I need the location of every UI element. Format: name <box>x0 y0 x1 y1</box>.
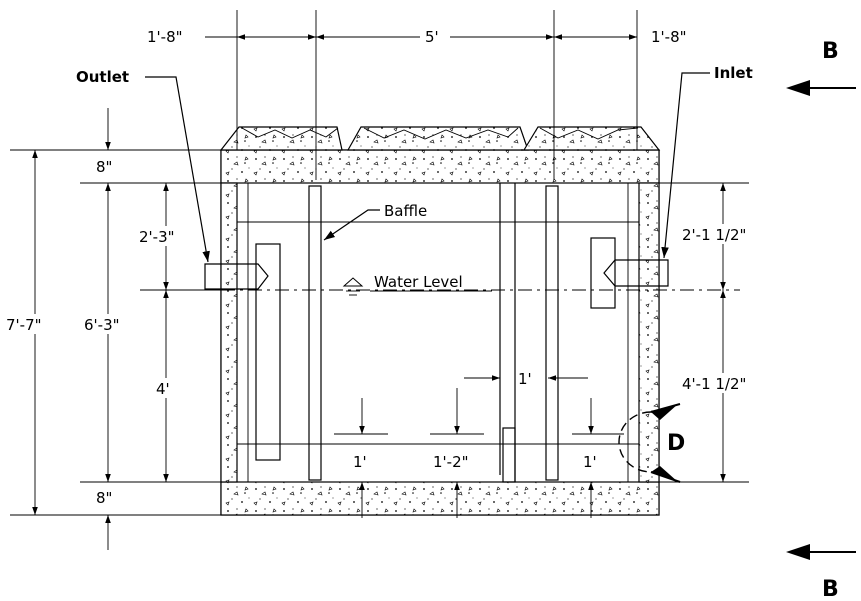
baffle-gap-dimension: 1' <box>464 370 588 388</box>
bottom-slab <box>220 481 660 516</box>
dim-floor-left: 1' <box>353 453 367 471</box>
tank-interior <box>236 182 640 483</box>
partition-foot <box>502 427 516 483</box>
right-riser-lid <box>539 127 639 140</box>
dim-floor-right: 1' <box>583 453 597 471</box>
right-riser <box>522 126 661 151</box>
dim-upper-right: 2'-1 1/2" <box>682 226 746 244</box>
left-wall <box>220 182 238 483</box>
dim-bottom-slab: 8" <box>96 489 112 507</box>
right-baffle <box>545 185 559 481</box>
baffle-label: Baffle <box>384 202 427 220</box>
top-slab <box>220 149 660 184</box>
risers <box>219 126 661 151</box>
center-riser <box>346 126 529 151</box>
outlet-leader <box>145 76 210 263</box>
baffles <box>255 183 616 483</box>
water-level-label: Water Level <box>374 273 463 291</box>
inlet-leader <box>661 72 710 259</box>
dim-baffle-gap: 1' <box>518 370 532 388</box>
top-dimensions: 1'-8" 5' 1'-8" <box>147 10 687 180</box>
inlet-tee <box>590 237 616 309</box>
left-dimensions: 7'-7" 8" 8" 6'-3" 2'-3" 4' <box>4 108 221 550</box>
section-label-top: B <box>822 39 839 64</box>
inlet-label: Inlet <box>714 64 753 82</box>
detail-callout: D <box>618 403 685 483</box>
dim-inner-height: 6'-3" <box>84 316 120 334</box>
left-baffle <box>308 185 322 481</box>
dim-top-center: 5' <box>425 28 439 46</box>
left-riser-lid <box>241 127 339 139</box>
dim-top-slab: 8" <box>96 158 112 176</box>
section-marker-bottom: B <box>786 544 856 601</box>
dim-floor-center: 1'-2" <box>433 453 469 471</box>
inlet-pipe <box>603 259 669 287</box>
detail-circle <box>618 411 652 473</box>
dim-overall-height: 7'-7" <box>6 316 42 334</box>
dim-top-right: 1'-8" <box>651 28 687 46</box>
section-marker-top: B <box>786 39 856 96</box>
floor-dimensions: 1' 1'-2" 1' <box>334 388 624 518</box>
dim-lower-right: 4'-1 1/2" <box>682 375 746 393</box>
right-wall <box>638 182 660 483</box>
right-dimensions: 2'-1 1/2" 4'-1 1/2" <box>659 182 767 483</box>
dim-upper-left: 2'-3" <box>139 228 175 246</box>
left-riser <box>219 126 343 151</box>
detail-arrow-upper <box>651 404 678 420</box>
outlet-pipe <box>204 263 269 290</box>
baffle-leader <box>323 209 380 241</box>
section-label-bottom: B <box>822 577 839 601</box>
detail-label: D <box>667 431 685 456</box>
outlet-label: Outlet <box>76 68 129 86</box>
outlet-tee <box>255 243 281 461</box>
water-level-symbol <box>342 277 364 296</box>
dim-lower-left: 4' <box>156 380 170 398</box>
center-riser-lid <box>363 127 519 140</box>
dim-top-left: 1'-8" <box>147 28 183 46</box>
